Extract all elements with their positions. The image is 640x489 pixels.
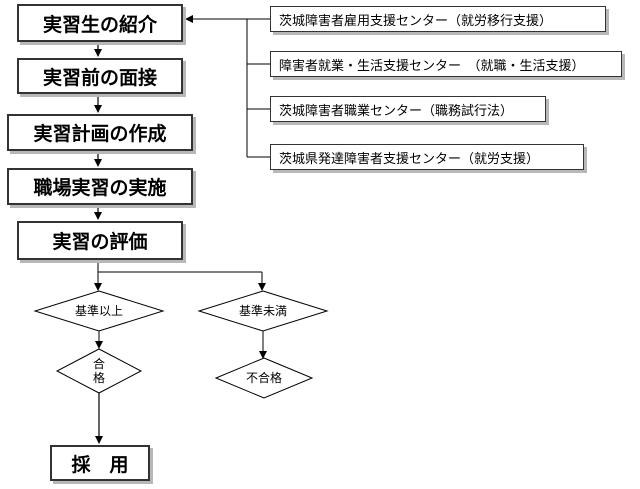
step-workplace-internship: 職場実習の実施	[7, 168, 193, 205]
fail-result-diamond	[214, 357, 314, 399]
pass-result-label: 合 格	[92, 357, 105, 385]
agency-label: 茨城障害者雇用支援センター（就労移行支援）	[279, 13, 553, 29]
agency-employment-support-center: 茨城障害者雇用支援センター（就労移行支援）	[270, 6, 606, 32]
fail-result-label: 不合格	[245, 371, 282, 385]
step-label: 実習生の紹介	[42, 13, 157, 36]
agency-label: 茨城県発達障害者支援センター（就労支援）	[279, 151, 540, 167]
agency-label: 障害者就業・生活支援センター （就職・生活支援）	[279, 58, 585, 74]
agency-developmental-support-center: 茨城県発達障害者支援センター（就労支援）	[270, 144, 584, 170]
agency-work-life-support-center: 障害者就業・生活支援センター （就職・生活支援）	[270, 51, 622, 77]
pass-criterion-label: 基準以上	[74, 304, 123, 318]
step-evaluation: 実習の評価	[17, 221, 183, 260]
step-label: 実習前の面接	[42, 66, 157, 89]
step-label: 職場実習の実施	[33, 177, 167, 199]
step-hiring: 採 用	[50, 445, 150, 481]
step-pre-interview: 実習前の面接	[17, 58, 183, 94]
step-label: 採 用	[71, 453, 129, 476]
step-plan-creation: 実習計画の作成	[7, 114, 193, 151]
step-intern-introduction: 実習生の紹介	[17, 4, 183, 42]
step-label: 実習計画の作成	[33, 123, 167, 145]
agency-label: 茨城障害者職業センター（職務試行法）	[279, 103, 514, 119]
step-label: 実習の評価	[52, 231, 148, 253]
agency-vocational-center: 茨城障害者職業センター（職務試行法）	[270, 96, 546, 122]
fail-criterion-label: 基準未満	[238, 304, 287, 318]
